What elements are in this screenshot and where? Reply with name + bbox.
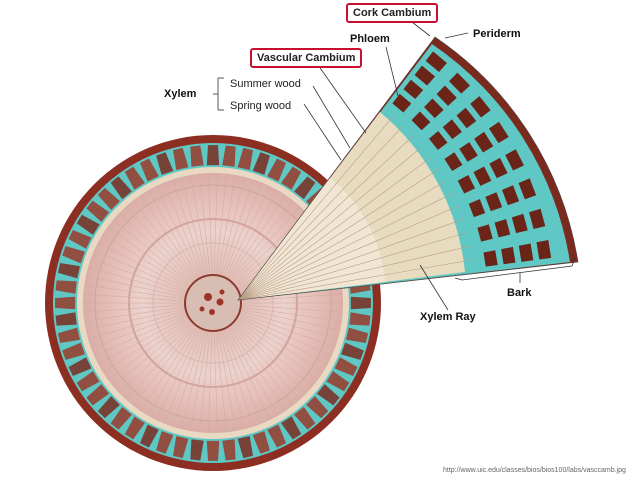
bark-label: Bark	[507, 287, 532, 299]
xylem-ray-label: Xylem Ray	[420, 311, 476, 323]
xylem-label: Xylem	[164, 88, 197, 100]
vascular-cambium-label: Vascular Cambium	[250, 48, 363, 68]
stem-disk	[45, 135, 381, 471]
spring-wood-label: Spring wood	[230, 100, 292, 112]
phloem-label: Phloem	[350, 33, 390, 45]
summer-wood-label: Summer wood	[230, 78, 301, 90]
image-credit: http://www.uic.edu/classes/bios/bios100/…	[443, 467, 626, 474]
leader-lines	[213, 21, 576, 311]
xylem-ray-lines	[83, 173, 343, 433]
wedge-bark-blocks	[392, 51, 552, 267]
magnified-wedge	[237, 36, 579, 301]
periderm-label: Periderm	[473, 28, 521, 40]
cork-cambium-label: Cork Cambium	[346, 3, 439, 23]
pith	[184, 274, 242, 332]
bark-blocks	[55, 145, 371, 461]
